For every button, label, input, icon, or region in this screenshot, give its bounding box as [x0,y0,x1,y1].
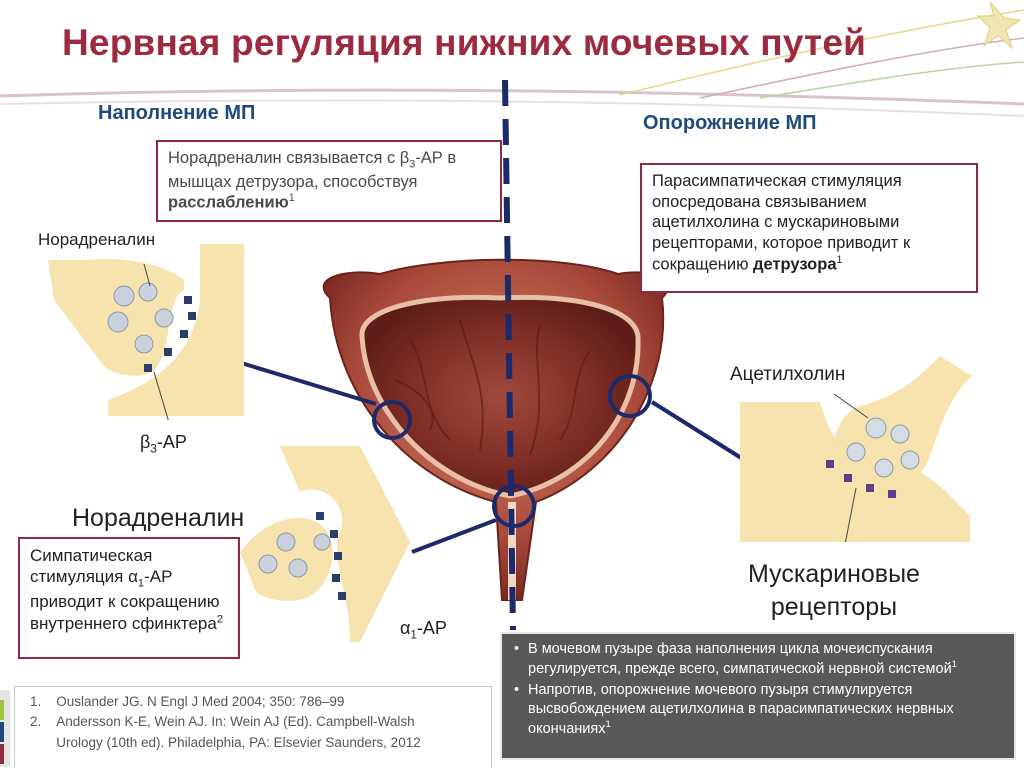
synapse-muscarinic-diagram [740,356,972,542]
summary-item-2-sup: 1 [605,717,611,729]
beta3-sub: 3 [150,442,157,456]
filling-box-text-1: Норадреналин связывается с β [168,149,410,167]
references-frame [14,686,492,768]
emptying-heading: Опорожнение МП [643,112,817,134]
synapse-alpha1-diagram [240,446,410,642]
symp-box-text-2: -АР приводит к сокращению внутреннего сф… [30,567,220,633]
filling-box-text-2: -АР в мышцах детрузора, способствуя [168,149,457,191]
divider-dashed-line [502,80,516,630]
muscarinic-receptors-label: Мускариновые рецепторы [748,560,920,621]
symp-box-text-1: Симпатическая стимуляция α [30,546,153,587]
alpha1-sub: 1 [410,628,417,642]
reference-1: 1. Ouslander JG. N Engl J Med 2004; 350:… [30,694,345,709]
filling-box-sup: 1 [288,192,295,205]
bladder-illustration [322,258,669,601]
emptying-box-bold: детрузора [753,255,837,273]
page-title: Нервная регуляция нижних мочевых путей [62,22,867,63]
reference-2-cont: Urology (10th ed). Philadelphia, PA: Els… [30,734,421,750]
alpha1-pre: α [400,618,411,638]
symp-box-sup: 2 [216,613,223,626]
bladder-lumen [359,294,641,499]
alpha1-receptor-label: α1-АР [400,618,447,642]
summary-item-2-text: Напротив, опорожнение мочевого пузыря ст… [528,682,954,737]
summary-item-1-sup: 1 [951,658,957,670]
filling-info-box: Норадреналин связывается с β3-АР в мышца… [156,140,502,222]
filling-box-bold: расслаблению [168,193,289,212]
noradrenaline-label-top: Норадреналин [38,230,156,249]
filling-box-sub: 3 [409,158,416,171]
alpha1-post: -АР [416,618,447,638]
beta3-post: -АР [156,432,187,452]
sympathetic-info-box: Симпатическая стимуляция α1-АР приводит … [18,537,240,659]
emptying-info-box: Парасимпатическая стимуляция опосредован… [640,163,978,293]
summary-item-1: В мочевом пузыре фаза наполнения цикла м… [514,640,1004,678]
emptying-box-sup: 1 [836,253,843,266]
noradrenaline-label-bottom: Норадреналин [72,504,245,532]
references: 1. Ouslander JG. N Engl J Med 2004; 350:… [14,688,492,767]
reference-2: 2. Andersson K-E, Wein AJ. In: Wein AJ (… [30,714,415,730]
emptying-box-text: Парасимпатическая стимуляция опосредован… [652,172,911,273]
acetylcholine-label: Ацетилхолин [730,364,846,385]
corner-stripes [0,690,10,767]
summary-item-1-text: В мочевом пузыре фаза наполнения цикла м… [528,641,952,678]
summary-item-2: Напротив, опорожнение мочевого пузыря ст… [514,681,1004,738]
summary-box: В мочевом пузыре фаза наполнения цикла м… [500,632,1016,760]
synapse-beta3-diagram [48,244,244,420]
filling-heading: Наполнение МП [98,102,256,124]
symp-box-sub: 1 [137,577,145,590]
beta3-pre: β [140,432,151,452]
beta3-receptor-label: β3-АР [140,432,187,456]
